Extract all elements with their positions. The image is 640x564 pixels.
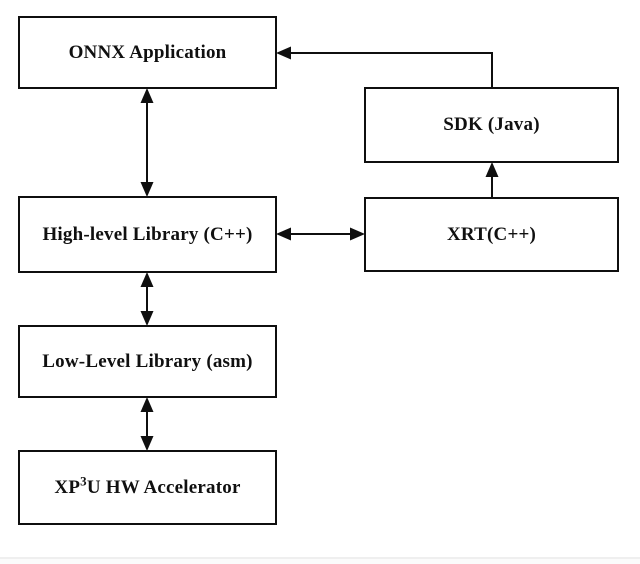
arrow-highlevel-xrt-bidirectional (276, 227, 365, 241)
arrow-onnx-highlevel-bidirectional (140, 88, 154, 197)
node-high-level-library-label: High-level Library (C++) (42, 223, 253, 245)
node-onnx-application: ONNX Application (18, 16, 277, 89)
node-xp3u-hw-accelerator-label: XP3U HW Accelerator (54, 474, 241, 499)
accelerator-label-sup: 3 (80, 473, 87, 489)
node-sdk-java-label: SDK (Java) (443, 114, 540, 135)
node-low-level-library-label: Low-Level Library (asm) (42, 350, 253, 372)
arrow-highlevel-lowlevel-bidirectional (140, 272, 154, 326)
node-low-level-library: Low-Level Library (asm) (18, 325, 277, 398)
node-high-level-library: High-level Library (C++) (18, 196, 277, 273)
node-sdk-java: SDK (Java) (364, 87, 619, 163)
accelerator-label-pre: XP (54, 476, 81, 498)
arrow-xrt-to-sdk (485, 162, 499, 197)
accelerator-label-post: U HW Accelerator (86, 476, 241, 498)
footer-divider (0, 557, 640, 564)
arrow-lowlevel-accelerator-bidirectional (140, 397, 154, 451)
node-xp3u-hw-accelerator: XP3U HW Accelerator (18, 450, 277, 525)
node-xrt-label: XRT(C++) (446, 223, 537, 245)
node-onnx-application-label: ONNX Application (68, 41, 227, 63)
node-xrt: XRT(C++) (364, 197, 619, 272)
arrow-sdk-to-onnx (276, 46, 493, 87)
